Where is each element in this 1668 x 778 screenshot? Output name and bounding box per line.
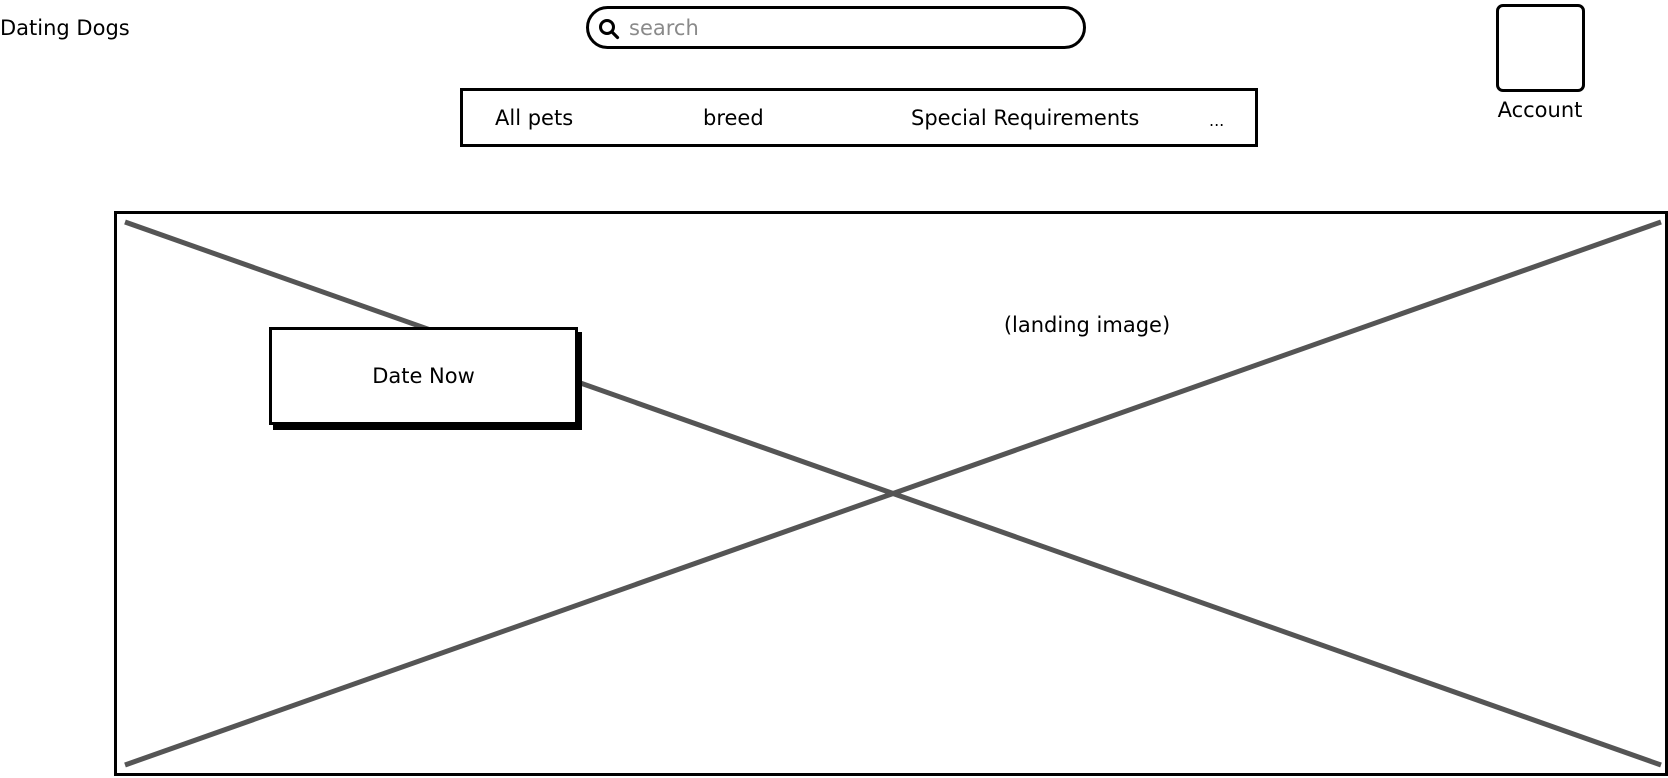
account-avatar[interactable] [1496,4,1585,92]
landing-image-caption: (landing image) [1003,313,1171,337]
nav-item-more[interactable]: ... [1209,111,1225,130]
search-icon [597,17,621,41]
search-input[interactable] [629,13,1049,43]
date-now-button[interactable]: Date Now [269,327,578,425]
nav-item-all-pets[interactable]: All pets [495,106,574,130]
category-nav: All pets breed Special Requirements ... [460,88,1258,147]
image-placeholder-cross [124,219,1662,768]
nav-item-special-requirements[interactable]: Special Requirements [911,106,1140,130]
search-bar[interactable] [586,6,1086,49]
account-label[interactable]: Account [1497,98,1583,122]
landing-image-placeholder: (landing image) [114,211,1668,776]
app-title: Dating Dogs [0,16,130,40]
nav-item-breed[interactable]: breed [703,106,764,130]
